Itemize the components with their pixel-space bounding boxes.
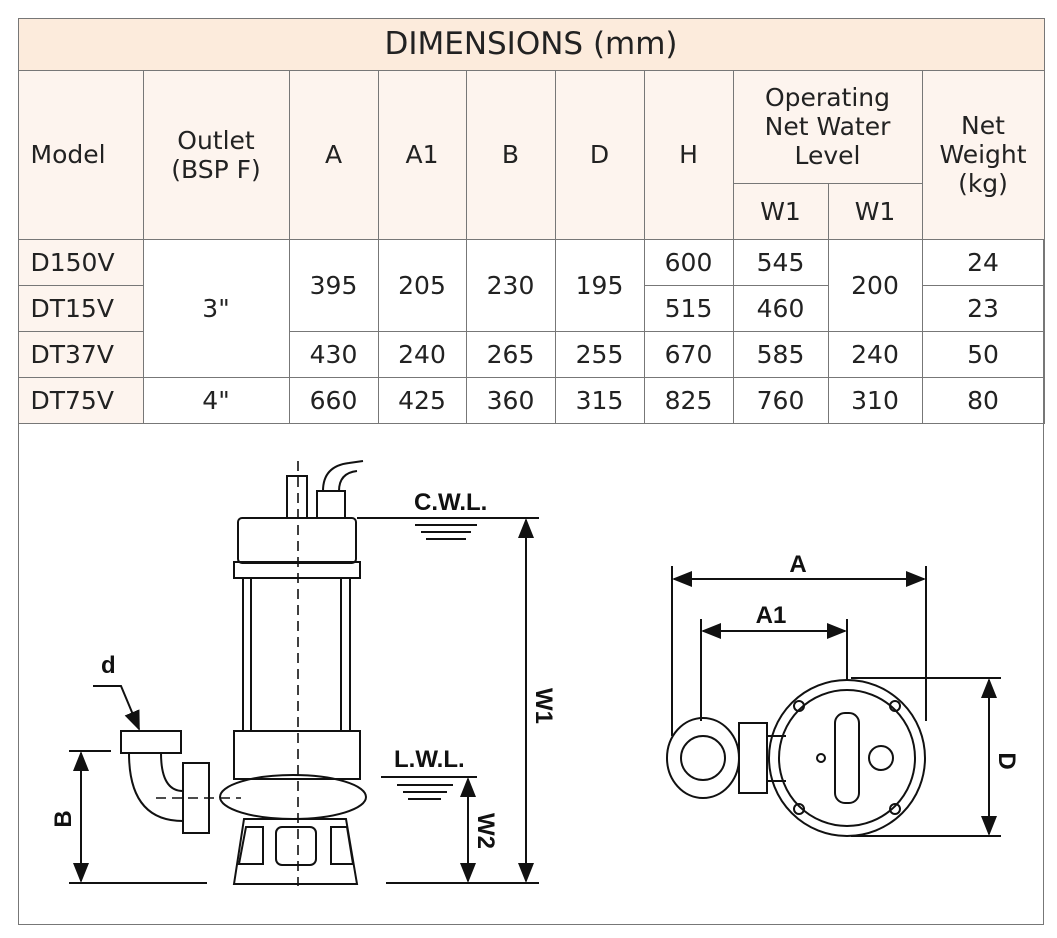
header-model: Model — [17, 69, 144, 240]
header-a: A — [288, 69, 379, 240]
d-label: D — [993, 752, 1020, 769]
d-cell: 195 — [554, 238, 645, 332]
b-label: B — [50, 810, 77, 827]
header-b: B — [465, 69, 556, 240]
a1-cell: 205 — [377, 238, 467, 332]
table-title: DIMENSIONS (mm) — [17, 17, 1045, 71]
weight-cell: 23 — [921, 284, 1045, 332]
w1-label: W1 — [530, 688, 557, 724]
b-cell: 230 — [465, 238, 556, 332]
w2-cell: 240 — [827, 330, 923, 378]
model-cell: DT75V — [17, 376, 144, 424]
d-small-label: d — [101, 652, 116, 679]
side-view: B d C.W.L. L.W.L. W1 W2 — [50, 460, 557, 886]
header-d: D — [554, 69, 645, 240]
header-weight: Net Weight (kg) — [921, 69, 1045, 240]
pump-drawing: B d C.W.L. L.W.L. W1 W2 A — [50, 460, 1020, 886]
w2-cell: 200 — [827, 238, 923, 332]
header-w1-second: W1 — [827, 182, 923, 240]
lwl-label: L.W.L. — [394, 746, 465, 773]
weight-cell: 24 — [921, 238, 1045, 286]
header-outlet: Outlet (BSP F) — [142, 69, 290, 240]
model-cell: DT37V — [17, 330, 144, 378]
outlet-cell: 4" — [142, 376, 290, 424]
model-cell: DT15V — [17, 284, 144, 332]
h-cell: 515 — [643, 284, 734, 332]
w1-cell: 545 — [732, 238, 829, 286]
a-cell: 660 — [288, 376, 379, 424]
table-row: D150V 3" 395 205 230 195 600 545 200 24 — [17, 238, 1045, 378]
header-w1: W1 — [732, 182, 829, 240]
weight-cell: 80 — [921, 376, 1045, 424]
h-cell: 670 — [643, 330, 734, 378]
w1-cell: 460 — [732, 284, 829, 332]
w2-cell: 310 — [827, 376, 923, 424]
h-cell: 825 — [643, 376, 734, 424]
header-a1: A1 — [377, 69, 467, 240]
a-label: A — [789, 551, 806, 578]
cwl-label: C.W.L. — [414, 489, 487, 516]
a1-cell: 240 — [377, 330, 467, 378]
dimensions-table: DIMENSIONS (mm) Model Outlet (BSP F) A A… — [17, 17, 1045, 424]
top-view: A A1 D — [666, 551, 1020, 837]
outlet-cell: 3" — [142, 238, 290, 378]
a-cell: 430 — [288, 330, 379, 378]
d-cell: 315 — [554, 376, 645, 424]
table-row: DT75V 4" 660 425 360 315 825 760 310 80 — [17, 376, 1045, 424]
h-cell: 600 — [643, 238, 734, 286]
a1-cell: 425 — [377, 376, 467, 424]
b-cell: 360 — [465, 376, 556, 424]
weight-cell: 50 — [921, 330, 1045, 378]
header-level: Operating Net Water Level — [732, 69, 923, 184]
w1-cell: 760 — [732, 376, 829, 424]
model-cell: D150V — [17, 238, 144, 286]
a1-label: A1 — [756, 602, 787, 629]
dimensions-sheet: DIMENSIONS (mm) Model Outlet (BSP F) A A… — [17, 17, 1045, 925]
w1-cell: 585 — [732, 330, 829, 378]
header-h: H — [643, 69, 734, 240]
a-cell: 395 — [288, 238, 379, 332]
b-cell: 265 — [465, 330, 556, 378]
d-cell: 255 — [554, 330, 645, 378]
w2-label: W2 — [472, 813, 499, 849]
